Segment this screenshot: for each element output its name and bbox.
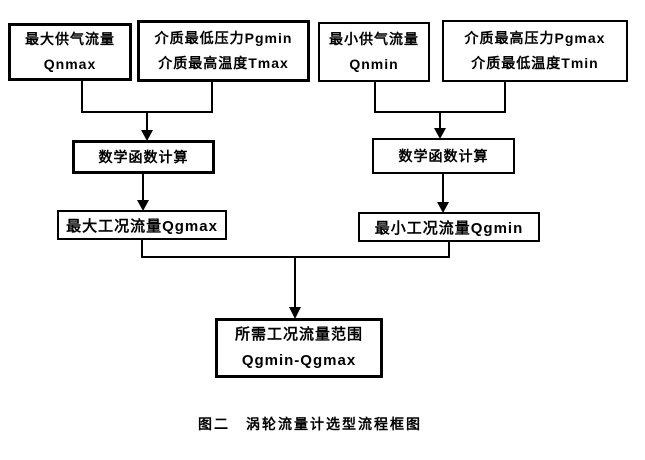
arrowhead-calc-right — [434, 128, 446, 139]
box-result: 所需工况流量范围 Qgmin-Qgmax — [215, 318, 383, 378]
box-result-line2: Qgmin-Qgmax — [241, 352, 357, 369]
box-pgmax-tmin: 介质最高压力Pgmax 介质最低温度Tmin — [442, 20, 628, 82]
box-qgmin: 最小工况流量Qgmin — [358, 212, 540, 242]
box-qgmax: 最大工况流量Qgmax — [57, 210, 227, 240]
arrowhead-result — [289, 307, 301, 319]
box-calc-right-label: 数学函数计算 — [398, 148, 489, 164]
arrowhead-qgmin — [437, 202, 449, 213]
box-pgmin-tmax: 介质最低压力Pgmin 介质最高温度Tmax — [137, 20, 310, 82]
box-qgmax-label: 最大工况流量Qgmax — [66, 217, 218, 235]
box-calc-right: 数学函数计算 — [372, 138, 515, 174]
box-qnmax: 最大供气流量 Qnmax — [8, 23, 132, 81]
figure-caption: 图二 涡轮流量计选型流程框图 — [198, 416, 422, 432]
box-pgmax-tmin-line2: 介质最低温度Tmin — [471, 55, 599, 71]
box-qnmin-line2: Qnmin — [349, 56, 399, 72]
box-result-line1: 所需工况流量范围 — [234, 326, 363, 343]
box-calc-left: 数学函数计算 — [72, 140, 215, 174]
arrowhead-qgmax — [137, 200, 149, 211]
box-calc-left-label: 数学函数计算 — [98, 149, 189, 165]
box-qnmax-line2: Qnmax — [43, 56, 97, 72]
box-pgmin-tmax-line1: 介质最低压力Pgmin — [154, 30, 293, 46]
box-qnmin-line1: 最小供气流量 — [329, 31, 419, 47]
box-pgmin-tmax-line2: 介质最高温度Tmax — [158, 55, 289, 71]
arrowhead-calc-left — [141, 130, 153, 141]
box-qnmax-line1: 最大供气流量 — [25, 31, 115, 47]
box-qgmin-label: 最小工况流量Qgmin — [374, 219, 524, 237]
box-qnmin: 最小供气流量 Qnmin — [318, 22, 430, 82]
box-pgmax-tmin-line1: 介质最高压力Pgmax — [464, 30, 606, 46]
